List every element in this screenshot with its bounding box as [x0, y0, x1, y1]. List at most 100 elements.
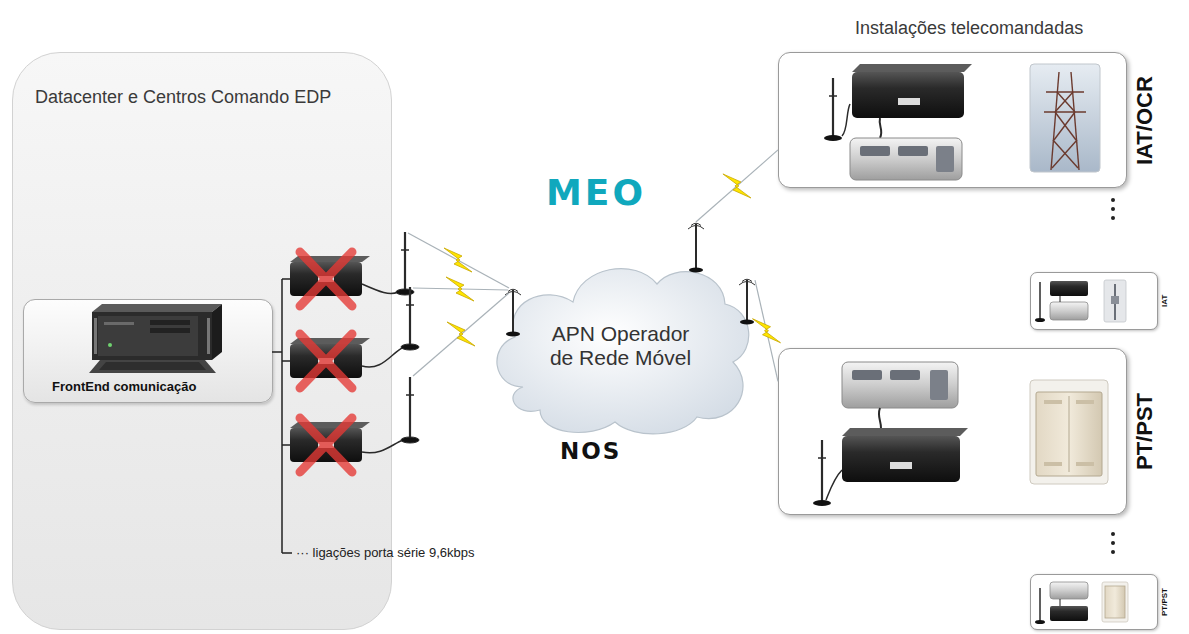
remote-terminal	[1102, 582, 1128, 622]
remote-terminal	[1052, 140, 1077, 168]
vertical-label: IAT	[1160, 295, 1169, 307]
remote-terminal	[821, 440, 823, 503]
remote-terminal	[1076, 462, 1094, 466]
remote-terminal	[1050, 281, 1088, 296]
server-computer	[212, 304, 222, 360]
section-heading: Instalações telecomandadas	[855, 18, 1083, 39]
wire-note: ··· ligações porta série 9,6kbps	[296, 545, 474, 560]
serial-wires	[272, 351, 282, 353]
lightning-bolt	[723, 174, 751, 198]
server-computer	[99, 362, 206, 370]
removed-cross	[300, 252, 352, 472]
continuation-dots	[1111, 550, 1115, 554]
antenna	[512, 290, 514, 334]
remote-terminal	[1044, 462, 1062, 466]
serial-wires	[281, 279, 283, 553]
serial-wires	[282, 552, 292, 554]
remote-terminal	[842, 362, 958, 408]
antenna	[406, 304, 414, 306]
antenna	[506, 332, 520, 337]
remote-terminal	[1044, 400, 1062, 404]
antenna	[689, 268, 703, 273]
remote-terminal	[1069, 396, 1070, 472]
antenna	[401, 437, 419, 443]
remote-terminal	[852, 64, 972, 72]
operator-logo: NOS	[560, 438, 621, 464]
radio-link	[413, 293, 509, 376]
remote-terminal	[1076, 400, 1094, 404]
server-computer	[150, 320, 190, 325]
label-holder: NOS	[560, 438, 621, 464]
radio-link	[446, 277, 474, 301]
remote-terminal	[842, 436, 960, 482]
continuation-dots	[1111, 207, 1115, 211]
server-computer	[98, 316, 198, 356]
link-line	[696, 150, 778, 222]
remote-terminal	[1039, 588, 1041, 622]
remote-terminal	[829, 95, 837, 97]
server-computer	[89, 304, 222, 373]
remote-terminal	[1050, 582, 1088, 599]
remote-terminal	[832, 78, 834, 138]
antenna	[401, 249, 409, 251]
antenna	[740, 320, 754, 325]
remote-terminal	[1046, 91, 1084, 92]
vertical-label: IAT/OCR	[1132, 76, 1157, 165]
antenna	[409, 287, 411, 347]
remote-terminal	[813, 500, 831, 506]
serial-wires	[282, 444, 290, 446]
panel-title: Datacenter e Centros Comando EDP	[35, 87, 331, 108]
server-computer	[207, 318, 210, 354]
remote-terminal	[1030, 64, 1100, 172]
remote-terminal	[1044, 72, 1086, 170]
remote-terminal	[1035, 620, 1045, 624]
remote-terminal	[1051, 72, 1059, 170]
wireless-link	[753, 280, 781, 381]
installation-box: IAT	[1030, 272, 1158, 330]
label-holder: MEO	[546, 172, 646, 213]
remote-terminal	[936, 146, 954, 172]
remote-terminal	[1039, 282, 1041, 320]
antenna	[409, 377, 411, 440]
server-computer	[89, 360, 216, 373]
remote-terminal	[1057, 92, 1075, 112]
remote-terminal	[890, 370, 920, 380]
label-holder: ··· ligações porta série 9,6kbps	[296, 545, 474, 560]
remote-terminal	[842, 428, 968, 436]
antenna	[404, 232, 406, 292]
radio-link	[447, 322, 475, 346]
remote-terminal	[898, 98, 920, 105]
server-computer	[104, 322, 134, 325]
continuation-dots	[1111, 198, 1115, 202]
serial-wires	[282, 278, 290, 280]
antenna	[406, 394, 414, 396]
continuation-dots	[1111, 541, 1115, 545]
signal-wave	[505, 291, 521, 295]
server-computer	[108, 343, 112, 347]
remote-terminal	[898, 146, 928, 156]
antenna	[746, 280, 748, 322]
signal-wave	[688, 225, 704, 229]
antenna	[396, 289, 414, 295]
remote-terminal	[860, 146, 890, 156]
remote-terminal	[1053, 140, 1078, 168]
label-holder: Instalações telecomandadas	[855, 18, 1083, 39]
remote-terminal	[1060, 296, 1061, 302]
remote-terminal	[1071, 72, 1079, 170]
remote-terminal	[1044, 111, 1086, 112]
operator-logo: MEO	[546, 172, 646, 213]
remote-terminal	[1105, 586, 1125, 618]
wireless-link	[696, 150, 778, 222]
server-computer	[94, 318, 97, 354]
remote-terminal	[852, 370, 882, 380]
remote-terminal	[1050, 606, 1088, 621]
remote-terminal	[1060, 599, 1061, 606]
lightning-bolt	[753, 319, 781, 343]
continuation-dots	[1111, 216, 1115, 220]
remote-terminal	[1054, 112, 1075, 140]
radio-link	[444, 248, 472, 272]
remote-terminal	[850, 138, 962, 180]
remote-terminal	[818, 457, 826, 459]
node-label: APN Operador de Rede Móvel	[543, 322, 698, 370]
server-computer	[150, 328, 190, 333]
